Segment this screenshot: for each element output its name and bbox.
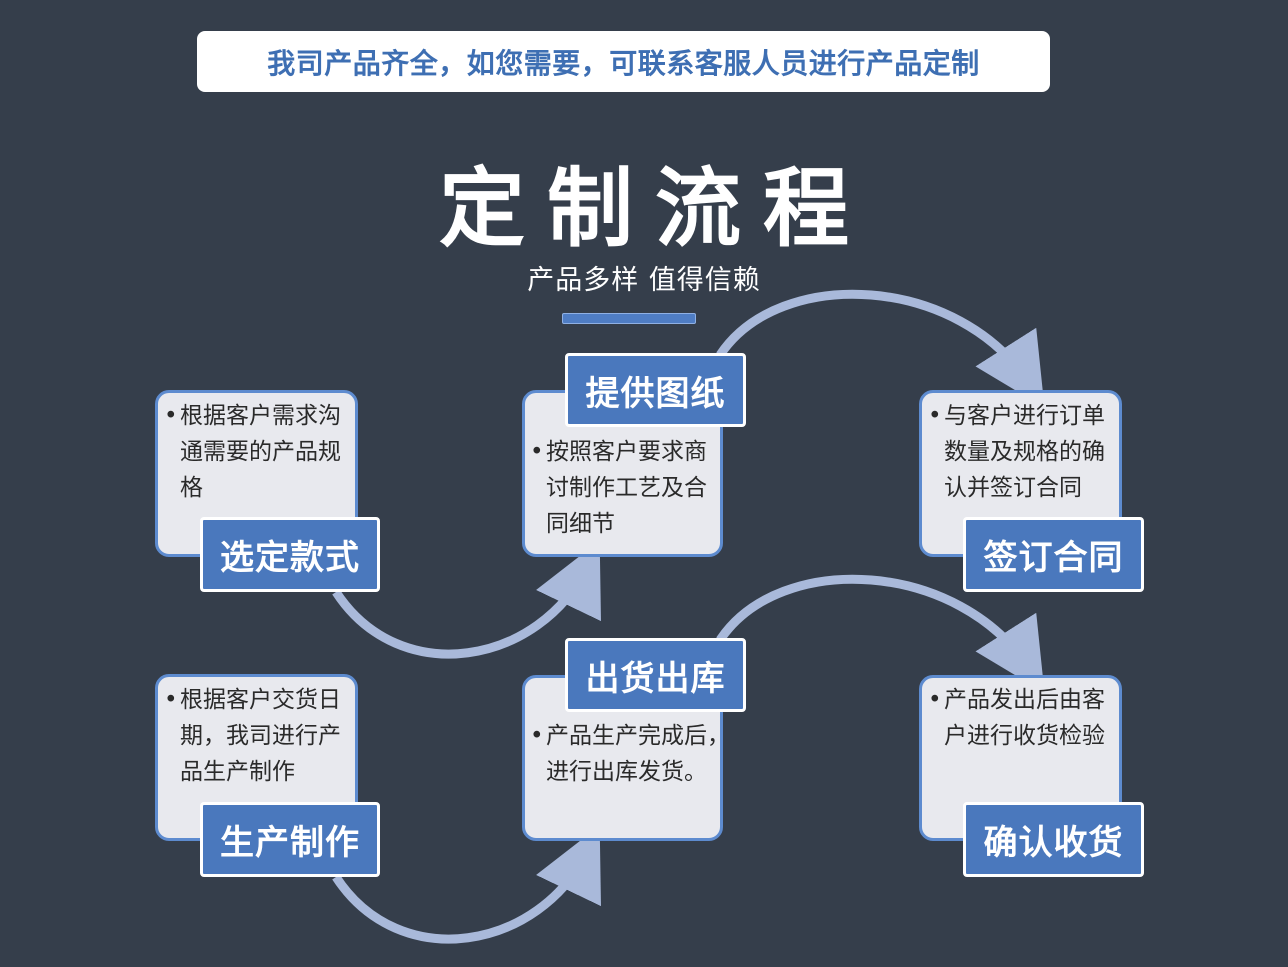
top-banner: 我司产品齐全，如您需要，可联系客服人员进行产品定制 [197, 31, 1050, 92]
step-desc-sign-contract: • 与客户进行订单 数量及规格的确 认并签订合同 [928, 403, 1105, 501]
step-label-select-style: 选定款式 [200, 517, 380, 592]
step-desc-confirm-receipt: • 产品发出后由客 户进行收货检验 [928, 687, 1105, 749]
step-desc-production: • 根据客户交货日 期，我司进行产 品生产制作 [164, 687, 341, 785]
arrow-1-to-2 [332, 540, 601, 659]
step-label-production: 生产制作 [200, 802, 380, 877]
step-label-provide-drawings: 提供图纸 [565, 353, 746, 427]
subtitle: 产品多样 值得信赖 [527, 265, 761, 296]
arrow-4-to-5 [332, 825, 601, 944]
step-label-confirm-receipt: 确认收货 [963, 802, 1144, 877]
arrow-2-to-3 [716, 289, 1045, 408]
step-desc-provide-drawings: • 按照客户要求商 讨制作工艺及合 同细节 [530, 439, 707, 537]
step-desc-select-style: • 根据客户需求沟 通需要的产品规 格 [164, 403, 341, 501]
step-label-shipping: 出货出库 [565, 638, 746, 712]
step-label-sign-contract: 签订合同 [963, 517, 1144, 592]
main-title: 定制流程 [439, 159, 871, 259]
title-divider [562, 313, 696, 324]
step-desc-shipping: • 产品生产完成后， 进行出库发货。 [530, 723, 730, 785]
arrow-5-to-6 [716, 574, 1045, 693]
